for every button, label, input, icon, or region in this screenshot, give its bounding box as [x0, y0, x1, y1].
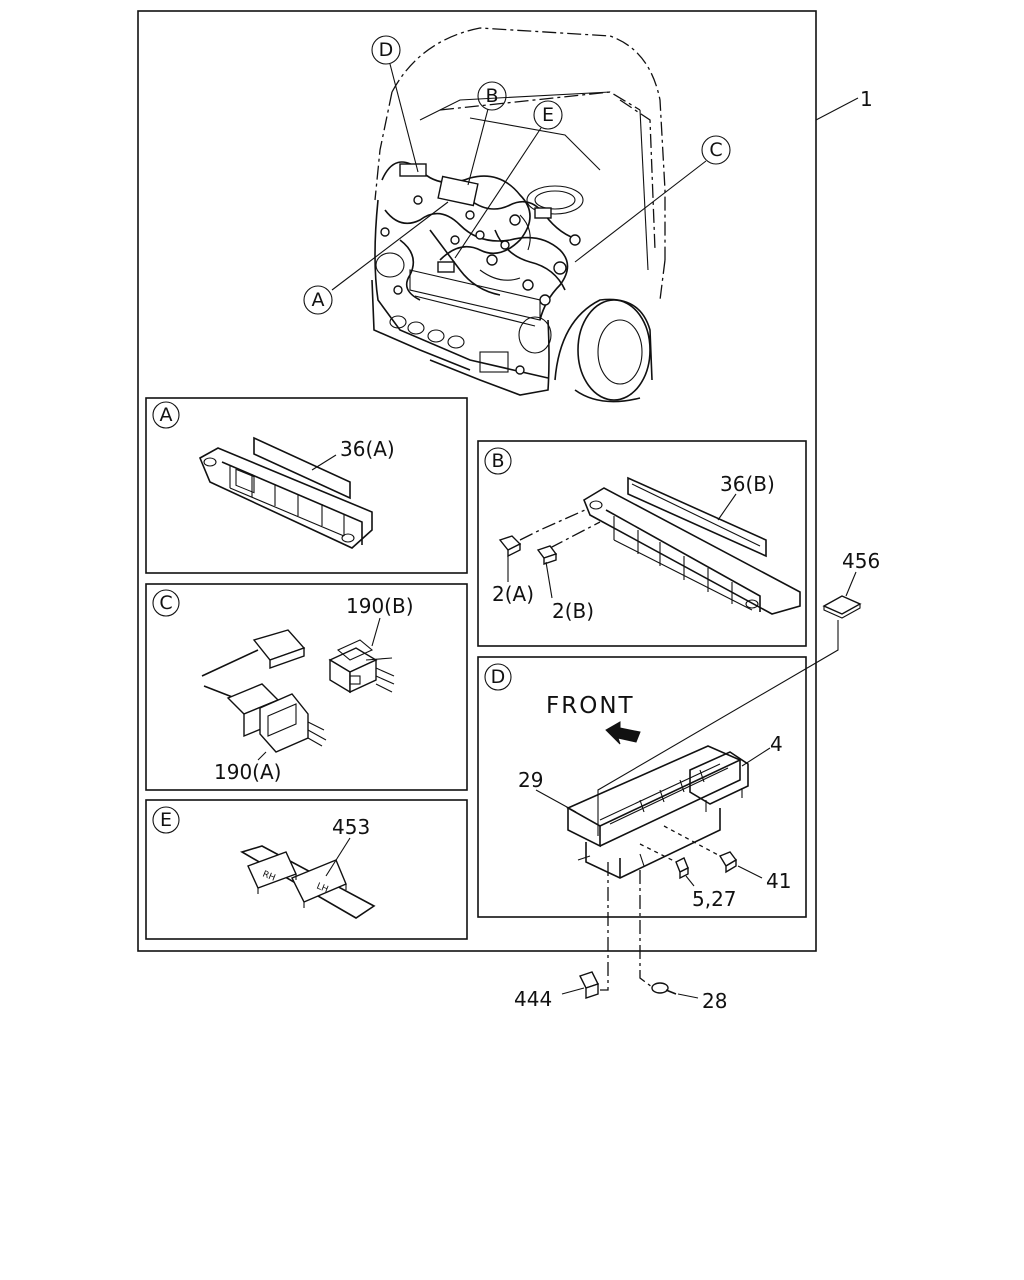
part-41-clip: [718, 851, 738, 874]
part-5-27-fuse: [675, 857, 689, 880]
label-190a: 190(A): [214, 760, 281, 784]
label-4: 4: [770, 732, 783, 756]
callout-a-cab: A: [303, 285, 333, 315]
truck-cab-illustration: [331, 27, 707, 403]
callout-c-panel: C: [152, 589, 180, 617]
svg-text:C: C: [159, 592, 172, 614]
tag-rh-text: RH: [261, 870, 277, 884]
label-41: 41: [766, 869, 791, 893]
label-2b: 2(B): [552, 599, 594, 623]
detail-panel-b: [477, 440, 807, 647]
connector-190b: [328, 639, 395, 694]
fuse-box-assembly: [566, 745, 749, 879]
label-29: 29: [518, 768, 543, 792]
detail-panel-c: [145, 583, 468, 791]
svg-text:D: D: [491, 666, 506, 688]
tag-lh-text: LH: [315, 882, 330, 896]
detail-panel-e: [145, 799, 468, 940]
callout-b-panel: B: [484, 447, 512, 475]
svg-text:A: A: [160, 404, 173, 426]
main-frame: [137, 10, 817, 952]
label-36a: 36(A): [340, 437, 395, 461]
callout-d-panel: D: [484, 663, 512, 691]
svg-text:B: B: [485, 85, 498, 107]
callout-b-cab: B: [477, 81, 507, 111]
part-28-screw: [651, 982, 677, 995]
label-453: 453: [332, 815, 370, 839]
svg-text:E: E: [542, 104, 554, 126]
svg-text:A: A: [312, 289, 325, 311]
detail-panel-a: [145, 397, 468, 574]
label-28: 28: [702, 989, 727, 1013]
label-2a: 2(A): [492, 582, 534, 606]
svg-text:E: E: [160, 809, 172, 831]
rh-lh-tag: RH LH: [239, 845, 376, 919]
label-5-27: 5,27: [692, 887, 737, 911]
label-190b: 190(B): [346, 594, 414, 618]
front-label: FRONT: [546, 693, 635, 719]
callout-c-cab: C: [701, 135, 731, 165]
connector-2a: [498, 535, 522, 558]
label-444: 444: [514, 987, 552, 1011]
relay-bracket-b: [583, 476, 801, 615]
svg-text:C: C: [709, 139, 722, 161]
connector-2b: [536, 545, 558, 565]
callout-d-cab: D: [371, 35, 401, 65]
label-main-assembly: 1: [860, 87, 873, 111]
svg-text:B: B: [491, 450, 504, 472]
part-444-clip: [579, 971, 599, 999]
front-arrow-icon: [605, 721, 641, 745]
detail-panel-d: [477, 656, 807, 918]
part-456-pad: [822, 595, 862, 619]
callout-a-panel: A: [152, 401, 180, 429]
callout-e-cab: E: [533, 100, 563, 130]
relay-bracket-a: [198, 436, 373, 549]
svg-text:D: D: [379, 39, 394, 61]
label-36b: 36(B): [720, 472, 775, 496]
connector-190a: [201, 629, 327, 753]
callout-e-panel: E: [152, 806, 180, 834]
label-456: 456: [842, 549, 880, 573]
